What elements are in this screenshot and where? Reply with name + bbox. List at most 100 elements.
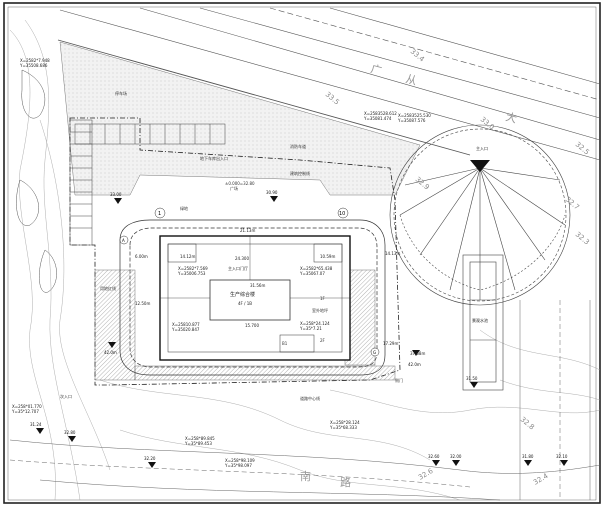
building-name: 生产综合楼 [230, 291, 255, 298]
note-c: 道路中心线 [300, 395, 320, 401]
coord-tl-y: Y=35508.686 [19, 63, 48, 68]
road-top-name-1: 广 [369, 62, 383, 77]
coord-bnw-y: Y=35006.753 [177, 271, 206, 276]
spot-level-7: 32.00 [450, 454, 462, 459]
circular-plaza [389, 124, 571, 306]
coord-bc-x: X=25810.877 [172, 322, 200, 327]
dim-building-width: 24.300 [235, 256, 249, 261]
coord-ba-y: Y=35*89.453 [184, 441, 212, 446]
coord-bne-x: X=2582*65.438 [300, 266, 333, 271]
drawing-frame-inner [7, 6, 597, 501]
hall-label: 主入口门厅 [228, 265, 248, 271]
building-floors: 4F / 1B [238, 301, 252, 306]
coord-tr-a-x: X=2583528.612 [364, 111, 397, 116]
pool-strip [462, 254, 504, 391]
bottom-road [9, 439, 601, 501]
coord-bb-x: X=258*98.109 [225, 458, 255, 463]
note-plaza: 广场 [230, 185, 238, 191]
coord-bse-y: Y=35*7.21 [299, 326, 322, 331]
dim-8: 31.56m [250, 283, 265, 288]
coord-br-x: X=258*28.124 [330, 420, 360, 425]
note-garage: 地下车库出入口 [200, 155, 228, 161]
axis-label-g: G [373, 350, 376, 355]
dim-7: 14.12m [180, 254, 195, 259]
top-road [57, 7, 601, 161]
note-green: 绿地 [180, 205, 188, 211]
main-building [159, 235, 351, 361]
spot-level-10: 30.90 [266, 190, 278, 195]
note-parking: 停车场 [115, 90, 127, 96]
coord-br-y: Y=35*68.333 [329, 425, 357, 430]
coord-bb-y: Y=35*98.097 [224, 463, 252, 468]
spot-level-12: 32.10 [556, 454, 568, 459]
drawing-frame [3, 2, 601, 504]
coord-lb-y: Y=35*12.707 [11, 409, 39, 414]
road-top-name-2: 从 [404, 72, 418, 87]
dim-6: 10.59m [320, 254, 335, 259]
dimensions: 21.13m 14.13m 6.00m 10.59m 14.12m 31.56m… [135, 228, 425, 356]
spot-level-9: 33.00 [110, 192, 122, 197]
dim-10: 37.68m [410, 351, 425, 356]
dim-3: 21.13m [240, 228, 255, 233]
spot-level-4: 32.80 [64, 430, 76, 435]
elev-5: 32.9 [414, 175, 431, 191]
elev-2: 33.5 [324, 90, 341, 106]
dim-9: 17.29m [383, 341, 398, 346]
coord-tr-a-y: Y=35081.474 [363, 116, 392, 121]
site-notes: 地下车库出入口 停车场 消防车道 绿地 广场 侧门 次入口 建筑控制线 用地红线… [60, 90, 403, 401]
spot-levels: 42.0m 42.0m 31.24 32.80 32.20 32.60 32.0… [30, 190, 568, 468]
dim-building-depth: 15.700 [245, 323, 259, 328]
pool-label: 景观水池 [472, 317, 488, 323]
note-b: 用地红线 [100, 285, 116, 291]
coord-bnw-x: X=2582*7.569 [178, 266, 208, 271]
ramp-hatch-left [94, 269, 136, 381]
axis-label-1: 1 [158, 211, 161, 217]
coord-ba-x: X=258*89.845 [185, 436, 215, 441]
axis-label-a: A [122, 238, 125, 243]
note-f: 1F [320, 296, 326, 301]
note-fire-lane: 消防车道 [290, 143, 306, 149]
spot-level-2: 42.0m [408, 362, 421, 367]
road-bottom-name-1: 南 [300, 470, 311, 483]
note-e: ±0.000=32.80 [225, 181, 255, 186]
terrain-contours [9, 19, 601, 501]
note-d: 室外地坪 [312, 307, 328, 313]
coord-bse-x: X=258*24.124 [300, 321, 330, 326]
coord-tr-b-y: Y=35087.576 [397, 118, 426, 123]
elev-8: 32.8 [519, 415, 536, 431]
road-bottom-name-2: 路 [340, 476, 351, 489]
elev-7: 32.3 [574, 230, 591, 246]
note-h: B1 [282, 341, 288, 346]
note-g: 2F [320, 338, 326, 343]
dim-11: 12.50m [135, 301, 150, 306]
coord-tl-x: X=2582*7.948 [20, 58, 50, 63]
coord-tr-b-x: X=2583525.530 [398, 113, 431, 118]
axis-label-10: 10 [339, 211, 345, 217]
spot-level-1: 42.0m [104, 350, 117, 355]
coord-bc-y: Y=35020.847 [171, 327, 200, 332]
spot-level-6: 32.60 [428, 454, 440, 459]
ramp-hatch-bottom [134, 365, 396, 381]
elev-9: 32.6 [417, 467, 435, 482]
axis-bubbles [119, 207, 380, 357]
note-side-gate: 侧门 [395, 377, 403, 383]
right-road [519, 300, 591, 500]
note-entrance2: 次入口 [60, 393, 72, 399]
site-boundary [69, 117, 401, 386]
dim-4: 14.13m [385, 251, 400, 256]
dim-5: 6.00m [135, 254, 148, 259]
spot-level-8: 31.80 [522, 454, 534, 459]
elev-4: 32.5 [574, 140, 591, 156]
spot-level-5: 32.20 [144, 456, 156, 461]
left-features [16, 69, 57, 293]
coord-bne-y: Y=35067.07 [299, 271, 325, 276]
planting-zone [59, 41, 421, 196]
elev-10: 32.4 [532, 472, 550, 487]
main-entrance-marker [470, 160, 490, 172]
elev-1: 33.4 [409, 47, 427, 63]
coord-lb-x: X=258*01.770 [12, 404, 42, 409]
note-a: 建筑控制线 [290, 170, 310, 176]
road-top-name-3: 大 [504, 109, 518, 125]
elev-6: 32.7 [564, 195, 581, 211]
